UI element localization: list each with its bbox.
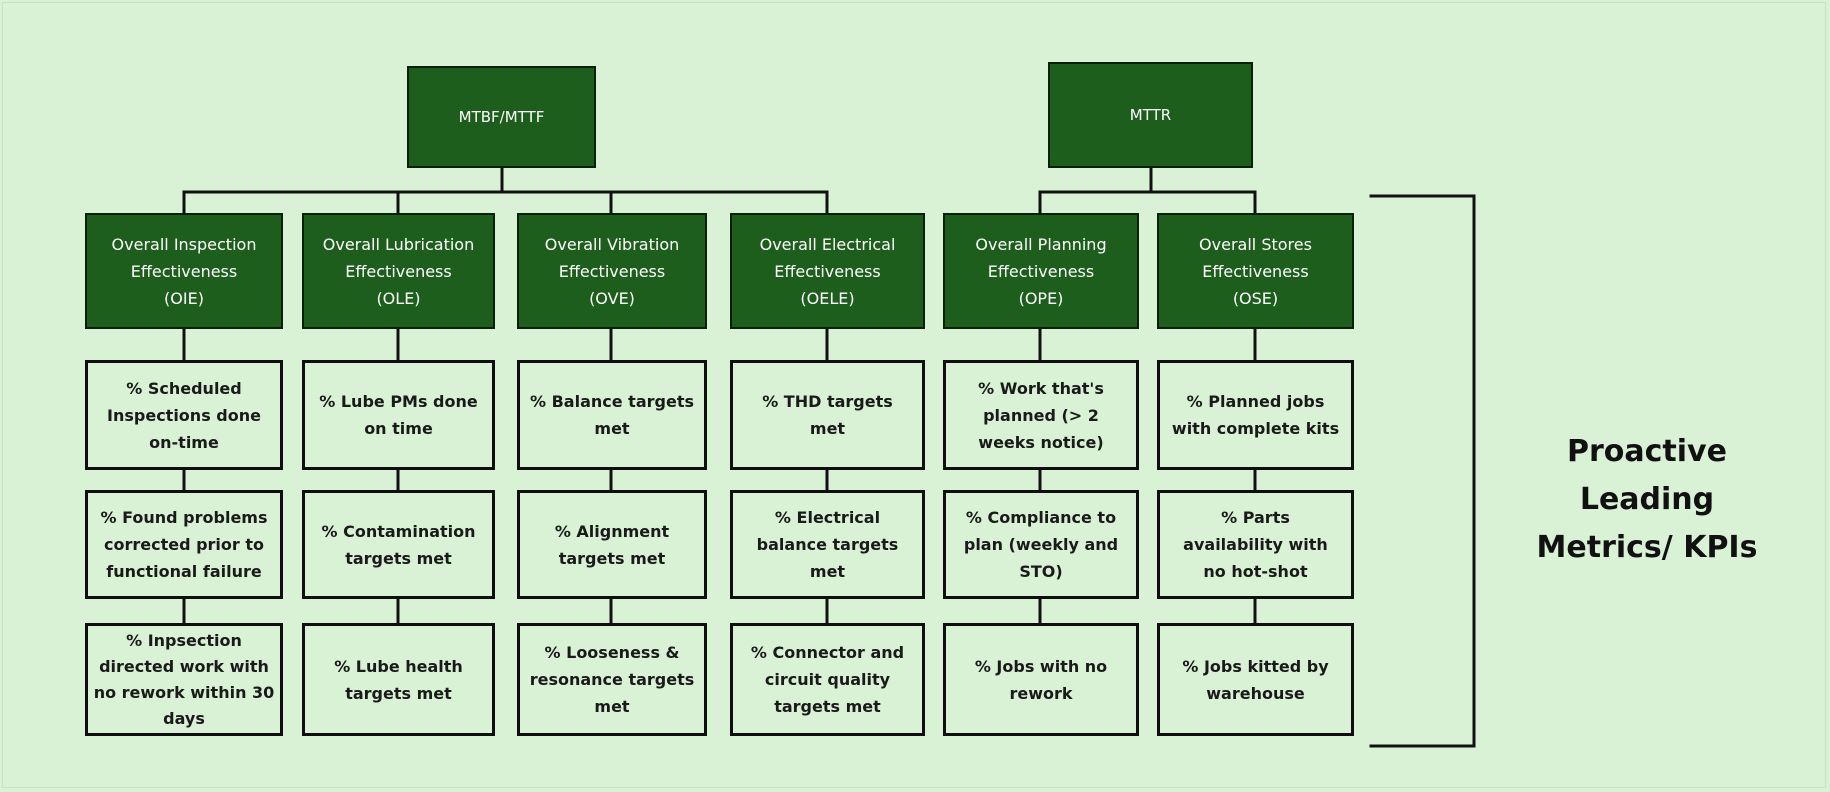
metric-label: % Contamination targets met [321, 521, 476, 568]
metric-box: % Inpsection directed work with no rewor… [85, 623, 283, 736]
metric-label: % Electrical balance targets met [756, 508, 899, 581]
metric-box: % Planned jobs with complete kits [1157, 360, 1354, 470]
metric-box: % Jobs with no rework [943, 623, 1139, 736]
header-box-ole: Overall Lubrication Effectiveness (OLE) [302, 213, 495, 329]
metric-label: % Work that's planned (> 2 weeks notice) [978, 378, 1104, 452]
metric-label: % Inpsection directed work with no rewor… [93, 630, 275, 728]
top-node-label: MTBF/MTTF [458, 108, 545, 126]
metric-box: % Compliance to plan (weekly and STO) [943, 490, 1139, 599]
metric-box: % Found problems corrected prior to func… [85, 490, 283, 599]
header-label: Overall Lubrication Effectiveness (OLE) [322, 234, 475, 308]
metric-box: % Parts availability with no hot-shot [1157, 490, 1354, 599]
metric-box: % Connector and circuit quality targets … [730, 623, 925, 736]
metric-box: % Balance targets met [517, 360, 707, 470]
metric-box: % Lube PMs done on time [302, 360, 495, 470]
bracket [1369, 194, 1476, 748]
metric-box: % Jobs kitted by warehouse [1157, 623, 1354, 736]
metric-label: % Lube PMs done on time [319, 392, 478, 438]
metric-label: % Planned jobs with complete kits [1171, 392, 1340, 438]
metric-label: % Alignment targets met [554, 521, 670, 568]
metric-box: % THD targets met [730, 360, 925, 470]
metric-box: % Contamination targets met [302, 490, 495, 599]
metric-label: % Jobs with no rework [974, 656, 1108, 703]
metric-box: % Work that's planned (> 2 weeks notice) [943, 360, 1139, 470]
metric-label: % Lube health targets met [334, 656, 463, 703]
metric-label: % THD targets met [762, 392, 893, 438]
metric-label: % Compliance to plan (weekly and STO) [963, 508, 1119, 581]
header-box-ose: Overall Stores Effectiveness (OSE) [1157, 213, 1354, 329]
header-label: Overall Stores Effectiveness (OSE) [1199, 234, 1312, 308]
metric-label: % Found problems corrected prior to func… [100, 508, 268, 581]
metric-box: % Electrical balance targets met [730, 490, 925, 599]
metric-label: % Looseness & resonance targets met [529, 643, 695, 716]
header-label: Overall Inspection Effectiveness (OIE) [111, 234, 257, 308]
header-label: Overall Planning Effectiveness (OPE) [975, 234, 1107, 308]
metric-label: % Connector and circuit quality targets … [750, 643, 905, 716]
metric-box: % Lube health targets met [302, 623, 495, 736]
header-box-ove: Overall Vibration Effectiveness (OVE) [517, 213, 707, 329]
top-node-mtbf-mttf: MTBF/MTTF [407, 66, 596, 168]
metric-box: % Looseness & resonance targets met [517, 623, 707, 736]
metric-box: % Alignment targets met [517, 490, 707, 599]
header-box-ope: Overall Planning Effectiveness (OPE) [943, 213, 1139, 329]
top-node-label: MTTR [1129, 106, 1172, 124]
metric-label: % Balance targets met [530, 392, 694, 438]
metric-box: % Scheduled Inspections done on-time [85, 360, 283, 470]
header-label: Overall Vibration Effectiveness (OVE) [544, 234, 680, 308]
metric-label: % Parts availability with no hot-shot [1183, 508, 1328, 581]
top-node-mttr: MTTR [1048, 62, 1253, 168]
side-label: Proactive Leading Metrics/ KPIs [1536, 434, 1758, 565]
metric-label: % Jobs kitted by warehouse [1182, 656, 1329, 703]
header-box-oele: Overall Electrical Effectiveness (OELE) [730, 213, 925, 329]
header-label: Overall Electrical Effectiveness (OELE) [759, 234, 896, 308]
metric-label: % Scheduled Inspections done on-time [107, 378, 261, 452]
header-box-oie: Overall Inspection Effectiveness (OIE) [85, 213, 283, 329]
